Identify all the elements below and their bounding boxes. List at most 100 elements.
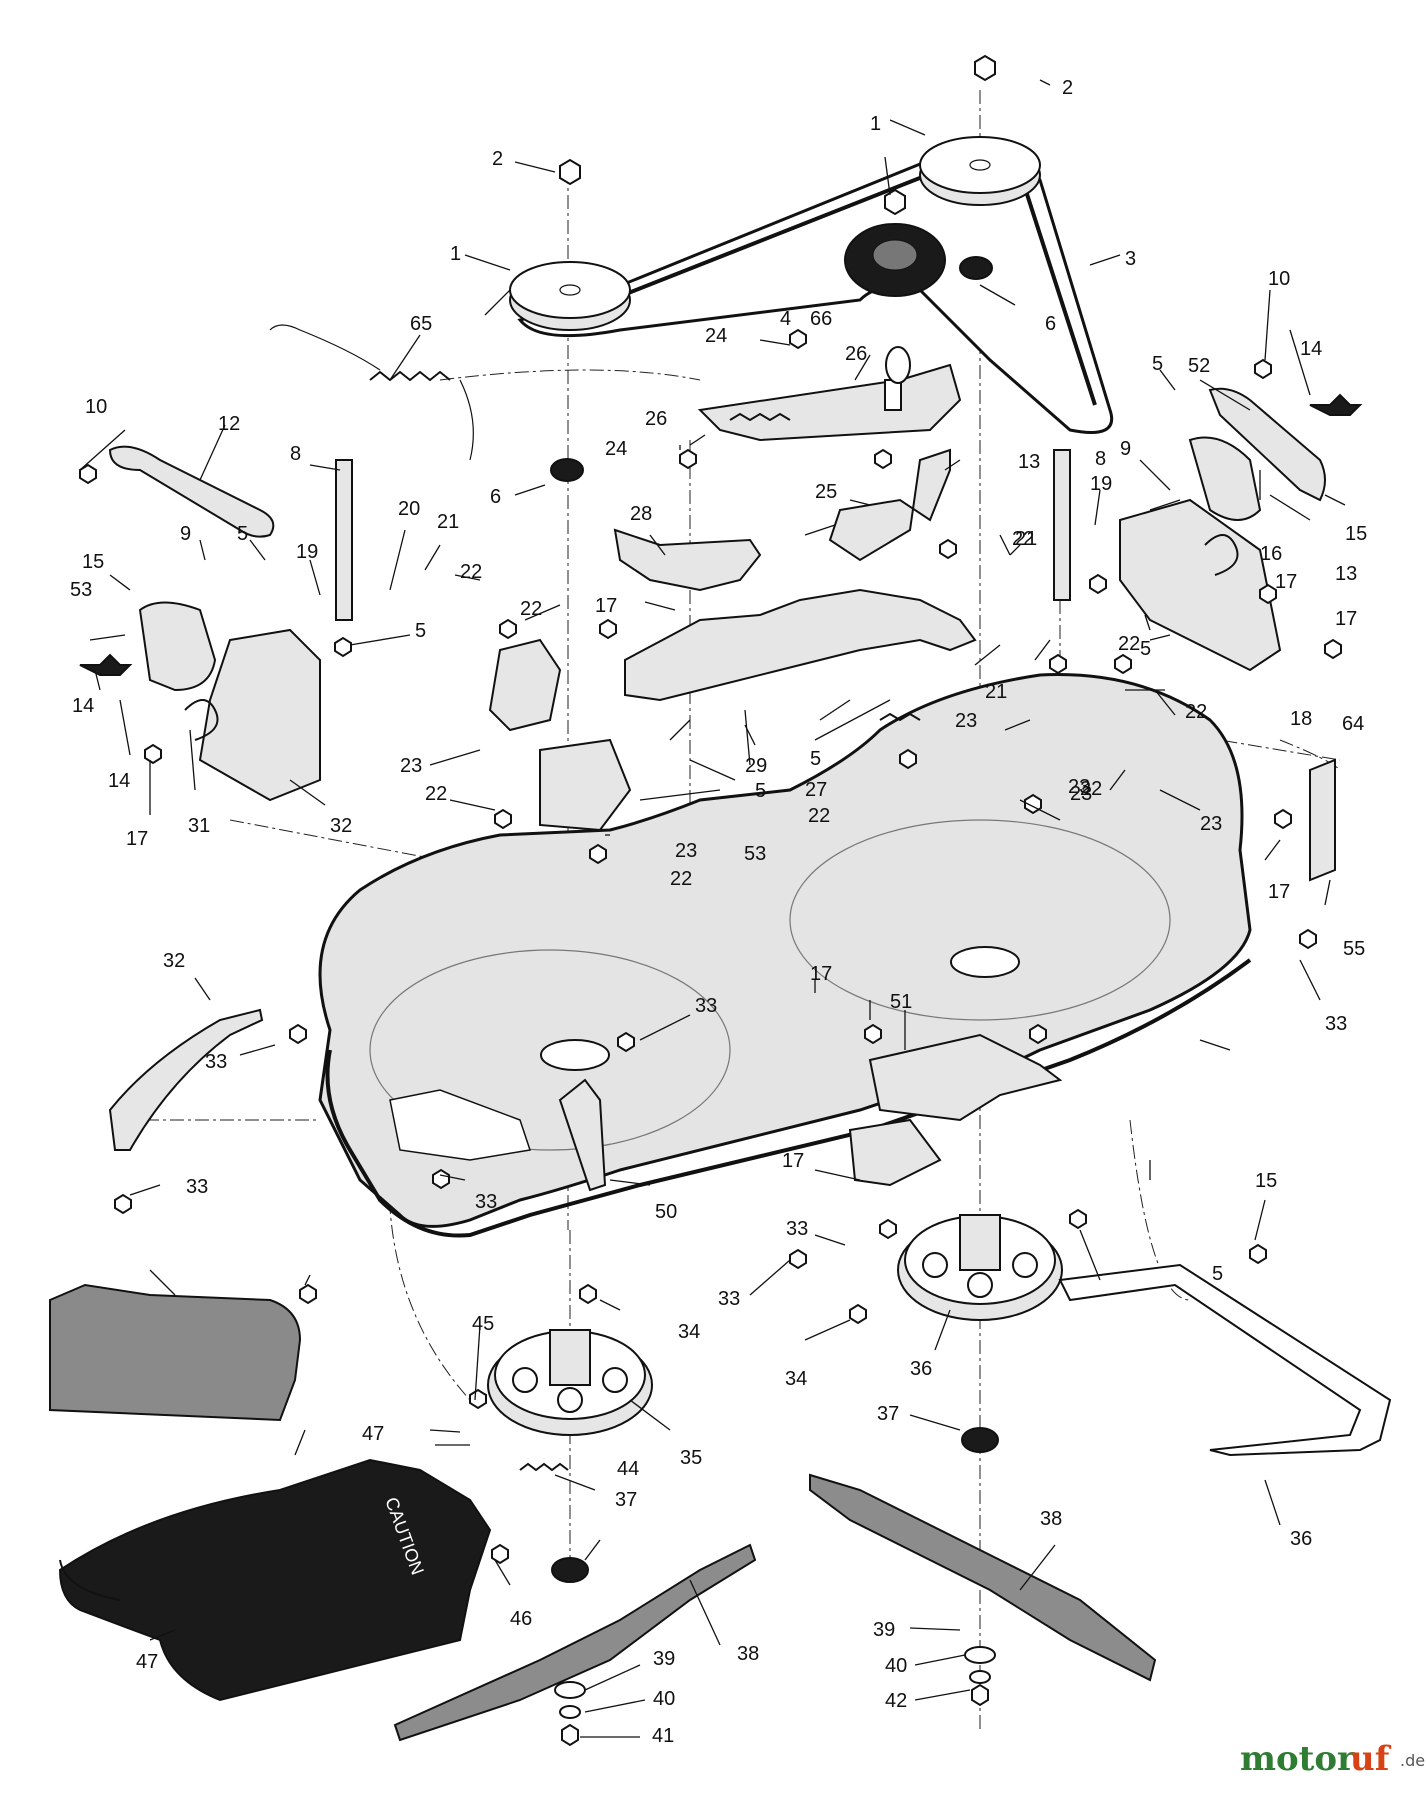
callout-5: 5 (810, 748, 821, 770)
callout-23: 23 (1200, 813, 1222, 835)
callout-17: 17 (810, 963, 832, 985)
callout-3: 3 (1125, 248, 1136, 270)
callout-47: 53 (70, 579, 92, 601)
callout-4: 4 (780, 308, 791, 330)
callout-38: 39 (873, 1619, 895, 1641)
callout-46: 51 (890, 991, 912, 1013)
callout-38: 39 (653, 1648, 675, 1670)
callout-21: 21 (985, 681, 1007, 703)
callout-20: 21 (1015, 528, 1037, 550)
leader-lines (79, 79, 1346, 1738)
callout-24: 25 (815, 481, 837, 503)
callout-19: 19 (1090, 473, 1112, 495)
callout-33: 33 (186, 1176, 208, 1198)
callout-12: 13 (1018, 451, 1040, 473)
right-wing-knob-13 (1309, 393, 1363, 416)
callout-11: 12 (218, 413, 240, 435)
callout-40: 41 (652, 1725, 674, 1747)
left-hanger-bracket-30 (198, 628, 321, 802)
callout-51: 64 (1342, 713, 1364, 735)
callout-33: 34 (678, 1321, 700, 1343)
callout-16: 17 (1275, 571, 1297, 593)
callout-6: 6 (490, 486, 501, 508)
mower-deck-housing (318, 673, 1252, 1238)
right-hanger-bracket-18 (1119, 498, 1282, 672)
callout-labels: 2 1 1 2 3 4 6 66 65 24 26 6 24 26 25 13 … (70, 77, 1367, 1747)
callout-22: 22 (460, 561, 482, 583)
callout-25: 26 (845, 343, 867, 365)
callout-17: 17 (595, 595, 617, 617)
right-link-plate-15 (1188, 436, 1262, 521)
callout-37: 38 (737, 1643, 759, 1665)
callout-5: 5 (1152, 353, 1163, 375)
callout-23: 23 (400, 755, 422, 777)
left-hanger-8 (335, 459, 353, 621)
pulley-nuts (550, 54, 996, 482)
deflector-rod-31 (108, 1008, 264, 1151)
callout-18: 18 (1290, 708, 1312, 730)
extension-spring-52 (269, 324, 474, 461)
callout-22: 22 (1012, 528, 1034, 550)
callout-48: 53 (744, 843, 766, 865)
watermark-part-3: .de (1400, 1751, 1425, 1770)
callout-22: 23 (1068, 776, 1090, 798)
callout-9: 9 (1120, 438, 1131, 460)
callout-42: 45 (472, 1313, 494, 1335)
callout-10: 10 (85, 396, 107, 418)
callout-17: 17 (782, 1150, 804, 1172)
callout-21: 21 (437, 511, 459, 533)
callout-15: 16 (1260, 543, 1282, 565)
springs-26-41 (184, 412, 1239, 1472)
spindle-right-34 (897, 1214, 1063, 1321)
right-hanger-8 (1053, 449, 1071, 601)
callout-22: 22 (425, 783, 447, 805)
watermark-part-1: motor (1240, 1739, 1356, 1779)
rear-bracket-46 (848, 1033, 1063, 1187)
callout-26: 27 (805, 779, 827, 801)
callout-37: 38 (1040, 1508, 1062, 1530)
callout-47: 52 (1188, 355, 1210, 377)
callout-40: 42 (885, 1690, 907, 1712)
bracket-27 (613, 528, 762, 592)
callout-22: 22 (520, 598, 542, 620)
callout-27: 28 (630, 503, 652, 525)
callout-8: 8 (290, 443, 301, 465)
mandrel-pulley-left (509, 261, 631, 331)
callout-29: 31 (188, 815, 210, 837)
callout-17: 17 (126, 828, 148, 850)
spindle-left-34 (487, 1329, 653, 1436)
callout-5: 5 (1212, 1263, 1223, 1285)
callout-39: 40 (653, 1688, 675, 1710)
callout-31: 32 (163, 950, 185, 972)
callout-23: 23 (1070, 783, 1092, 805)
chute-bracket-45 (558, 1078, 607, 1192)
callout-10: 10 (1268, 268, 1290, 290)
idler-arm-bracket (697, 346, 962, 442)
callout-44: 47 (136, 1651, 158, 1673)
callout-52: 65 (410, 313, 432, 335)
left-link-plate-15 (138, 601, 217, 692)
callout-5: 5 (415, 620, 426, 642)
callout-28: 29 (745, 755, 767, 777)
callout-2: 2 (1062, 77, 1073, 99)
callout-13: 14 (1300, 338, 1322, 360)
hardware-bolts (79, 328, 1342, 1565)
callout-42: 46 (510, 1608, 532, 1630)
callout-15: 15 (82, 551, 104, 573)
callout-33: 33 (475, 1191, 497, 1213)
left-lift-link-11 (108, 445, 275, 538)
callout-33: 33 (718, 1288, 740, 1310)
mandrel-pulley-right (919, 136, 1041, 206)
deck-link-bar-28 (624, 588, 977, 702)
spring-bracket-12 (828, 448, 951, 562)
stabilizer-rod-35 (1058, 1263, 1392, 1457)
discharge-chute-44: CAUTION (58, 1458, 492, 1702)
callout-19: 19 (296, 541, 318, 563)
callout-5: 5 (237, 523, 248, 545)
callout-24: 24 (605, 438, 627, 460)
watermark-part-2: uf (1350, 1739, 1392, 1779)
idler-pulley (844, 223, 946, 297)
callout-41: 44 (617, 1458, 639, 1480)
callout-13: 14 (72, 695, 94, 717)
callout-23: 23 (675, 840, 697, 862)
